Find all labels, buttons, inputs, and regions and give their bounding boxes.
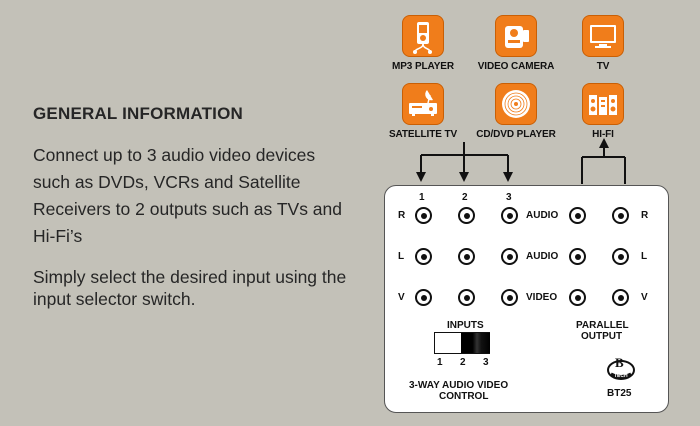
- row-label-audio-r: AUDIO: [526, 210, 559, 221]
- device-mp3-player: MP3 PLAYER: [358, 15, 488, 72]
- device-hi-fi: HI-FI: [538, 83, 668, 140]
- jack-output2-l: [612, 248, 629, 265]
- device-label: MP3 PLAYER: [392, 61, 454, 72]
- model-number: BT25: [607, 388, 632, 399]
- b-tech-logo: B TECH: [606, 355, 636, 381]
- jack-input2-l: [458, 248, 475, 265]
- tv-icon: [582, 15, 624, 57]
- device-video-camera: VIDEO CAMERA: [451, 15, 581, 72]
- jack-input1-v: [415, 289, 432, 306]
- jack-output2-r: [612, 207, 629, 224]
- jack-output1-v: [569, 289, 586, 306]
- switch-knob[interactable]: [461, 333, 490, 353]
- output-label-l: L: [641, 251, 648, 262]
- device-cd-dvd-player: CD/DVD PLAYER: [451, 83, 581, 140]
- inputs-label: INPUTS: [447, 320, 484, 331]
- jack-input2-r: [458, 207, 475, 224]
- hifi-speaker-icon: [582, 83, 624, 125]
- switch-number-1: 1: [437, 357, 443, 368]
- row-label-audio-l: AUDIO: [526, 251, 559, 262]
- device-label: TV: [596, 61, 610, 72]
- device-label: HI-FI: [592, 129, 614, 140]
- jack-input3-r: [501, 207, 518, 224]
- jack-output2-v: [612, 289, 629, 306]
- av-control-panel: 1 2 3 R L V AUDIO AUDIO VIDEO R L V INPU…: [384, 185, 669, 413]
- jack-input2-v: [458, 289, 475, 306]
- output-label-v: V: [641, 292, 648, 303]
- output-label: OUTPUT: [581, 331, 623, 342]
- switch-number-3: 3: [483, 357, 489, 368]
- input-number-2: 2: [462, 192, 468, 203]
- logo-text: TECH: [614, 373, 628, 379]
- device-label: CD/DVD PLAYER: [476, 129, 556, 140]
- jack-output1-r: [569, 207, 586, 224]
- jack-input3-l: [501, 248, 518, 265]
- row-label-video: VIDEO: [526, 292, 558, 303]
- device-satellite-tv: SATELLITE TV: [358, 83, 488, 140]
- parallel-label: PARALLEL: [576, 320, 629, 331]
- jack-input1-l: [415, 248, 432, 265]
- logo-letter: B: [615, 355, 624, 370]
- mp3-player-icon: [402, 15, 444, 57]
- info-paragraph-select: Simply select the desired input using th…: [33, 267, 347, 309]
- device-label: VIDEO CAMERA: [477, 61, 555, 72]
- device-label: SATELLITE TV: [388, 129, 458, 140]
- satellite-receiver-icon: [402, 83, 444, 125]
- disc-icon: [495, 83, 537, 125]
- input-number-3: 3: [506, 192, 512, 203]
- input-selector-switch[interactable]: [434, 332, 490, 354]
- panel-title-line1: 3-WAY AUDIO VIDEO: [409, 380, 509, 391]
- panel-title-line2: CONTROL: [439, 391, 489, 402]
- info-heading: GENERAL INFORMATION: [33, 104, 243, 123]
- video-camera-icon: [495, 15, 537, 57]
- jack-input3-v: [501, 289, 518, 306]
- input-number-1: 1: [419, 192, 425, 203]
- row-label-v: V: [398, 292, 405, 303]
- device-tv: TV: [538, 15, 668, 72]
- row-label-r: R: [398, 210, 406, 221]
- switch-number-2: 2: [460, 357, 466, 368]
- jack-output1-l: [569, 248, 586, 265]
- row-label-l: L: [398, 251, 405, 262]
- jack-input1-r: [415, 207, 432, 224]
- output-label-r: R: [641, 210, 649, 221]
- general-information: GENERAL INFORMATION Connect up to 3 audi…: [33, 104, 353, 310]
- info-paragraph-connect: Connect up to 3 audio video devices such…: [33, 145, 343, 246]
